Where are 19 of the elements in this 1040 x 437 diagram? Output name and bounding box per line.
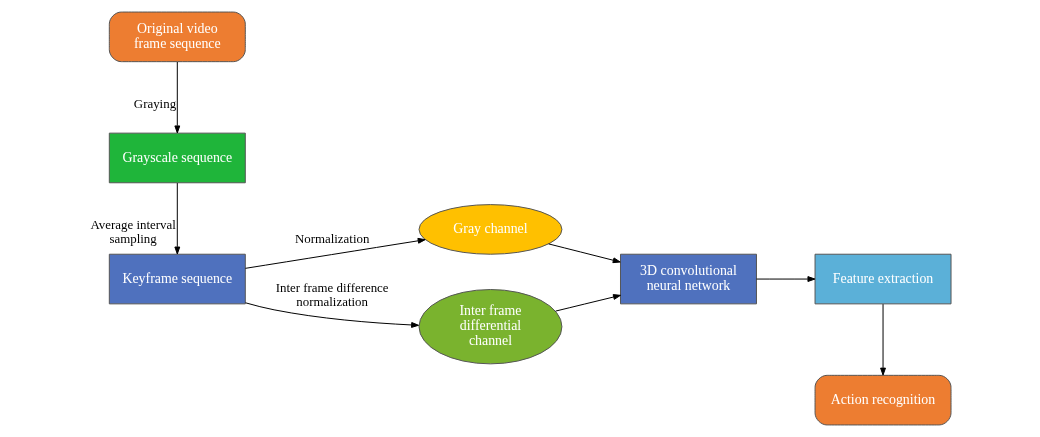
- arrow: [548, 243, 621, 264]
- arrow: [244, 237, 426, 269]
- node-box: Feature extraction: [814, 253, 952, 305]
- arrow: [756, 276, 816, 282]
- edge-label: Normalization: [294, 231, 370, 246]
- arrow: [555, 294, 621, 312]
- arrow: [245, 302, 420, 328]
- node-ellipse: Inter frame differential channel: [418, 289, 563, 365]
- arrow: [174, 61, 181, 134]
- arrow: [174, 182, 181, 255]
- node-box: Original video frame sequence: [108, 11, 246, 63]
- node-box: Keyframe sequence: [108, 253, 246, 305]
- node-box: Action recognition: [814, 374, 952, 426]
- arrow: [880, 303, 886, 376]
- edge-label: Inter frame difference normalization: [275, 281, 389, 310]
- edge-label: Average interval sampling: [90, 217, 176, 246]
- node-box: 3D convolutional neural network: [620, 253, 757, 305]
- edge-label: Graying: [133, 96, 177, 111]
- node-box: Grayscale sequence: [108, 132, 246, 184]
